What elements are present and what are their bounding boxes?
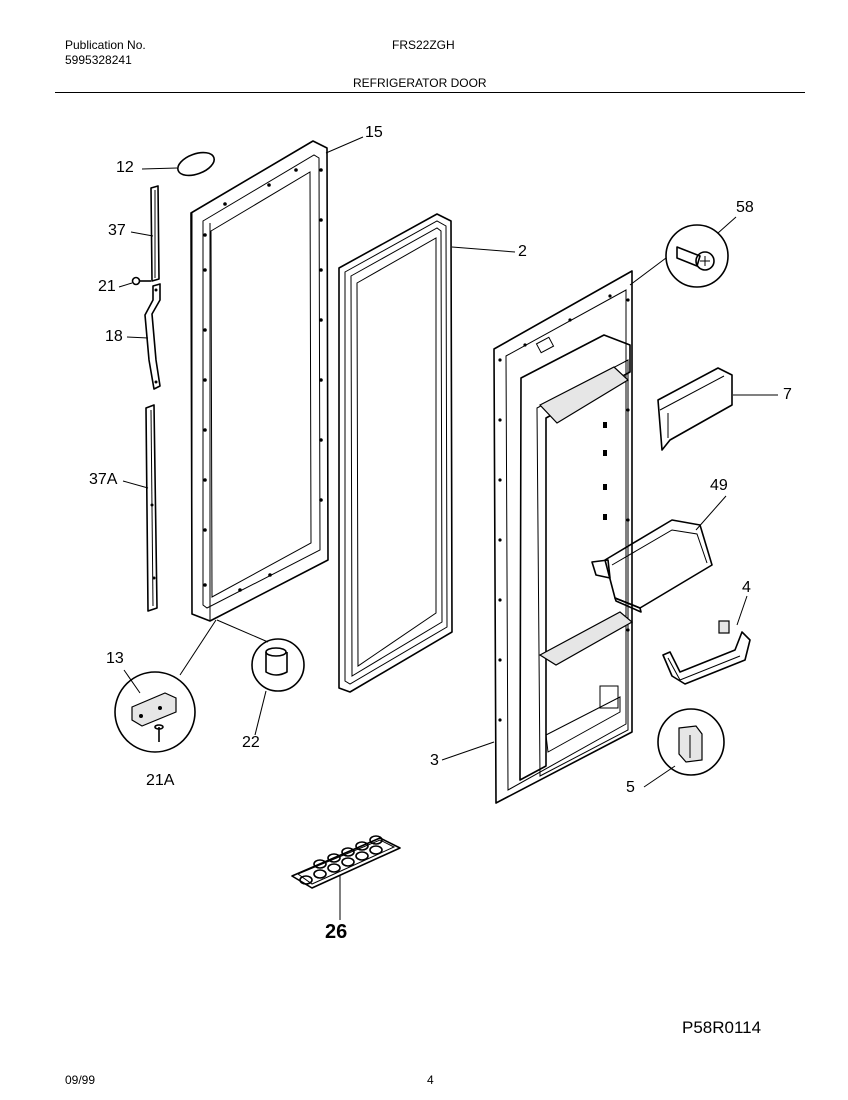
callout-58: 58	[736, 199, 754, 216]
part-22-door-cam-detail	[216, 619, 305, 736]
part-5-clip-detail	[643, 708, 725, 788]
part-3-inner-door-liner	[441, 270, 634, 804]
callout-5: 5	[626, 779, 635, 796]
part-21-screw	[118, 276, 151, 288]
page-number: 4	[427, 1073, 434, 1087]
part-18-handle-bracket	[126, 283, 161, 390]
callout-12: 12	[116, 159, 134, 176]
callout-26: 26	[325, 921, 348, 943]
callout-15: 15	[365, 124, 383, 141]
part-4-bin-retainer	[662, 595, 751, 685]
callout-13: 13	[106, 650, 124, 667]
part-37a-lower-trim	[122, 404, 158, 612]
publication-label: Publication No.	[65, 38, 146, 52]
footer-date: 09/99	[65, 1073, 96, 1087]
callout-21a: 21A	[146, 772, 175, 789]
section-title: REFRIGERATOR DOOR	[353, 76, 487, 90]
callout-2: 2	[518, 243, 527, 260]
part-49-door-bin	[591, 495, 727, 613]
callout-21: 21	[98, 278, 116, 295]
part-7-cover	[657, 367, 778, 451]
publication-number: 5995328241	[65, 53, 132, 67]
part-2-door-gasket	[338, 213, 516, 693]
drawing-code: P58R0114	[682, 1018, 762, 1037]
part-13-hinge-detail	[114, 619, 217, 753]
header-rule	[55, 92, 805, 93]
part-26-egg-tray	[291, 835, 401, 920]
callout-37: 37	[108, 222, 126, 239]
callout-22: 22	[242, 734, 260, 751]
part-15-door-frame	[190, 136, 364, 622]
callout-3: 3	[430, 752, 439, 769]
callout-18: 18	[105, 328, 123, 345]
callout-4: 4	[742, 579, 751, 596]
part-37-upper-trim	[130, 185, 160, 282]
model-number: FRS22ZGH	[392, 38, 455, 52]
callout-37a: 37A	[89, 471, 118, 488]
callout-7: 7	[783, 386, 792, 403]
callout-49: 49	[710, 477, 728, 494]
part-58-screw-detail	[629, 216, 737, 288]
part-12-oval-badge	[141, 151, 215, 177]
